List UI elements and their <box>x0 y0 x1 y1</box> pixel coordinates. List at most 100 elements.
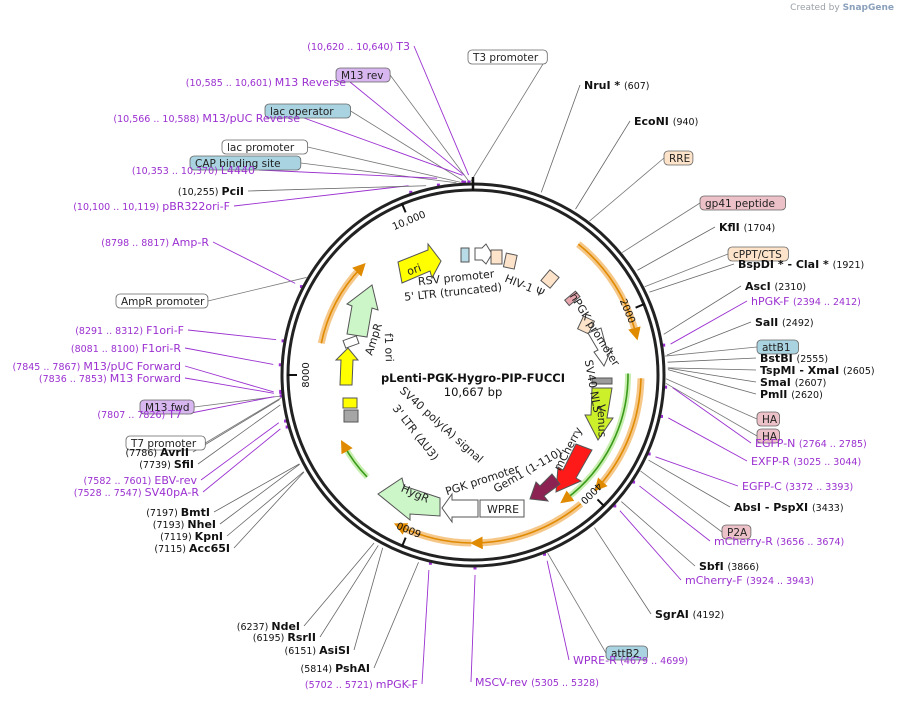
feature-label: T7 promoter <box>130 438 197 450</box>
orf-arc-line <box>469 503 582 550</box>
ampr-promoter-box <box>342 335 360 349</box>
label-ori: ori <box>405 261 423 278</box>
primer-label: hPGK-F (2394 .. 2412) <box>751 295 861 308</box>
site-label: (6151) AsiSI <box>285 644 350 657</box>
site-leader <box>226 471 304 537</box>
primer-mark <box>279 394 283 398</box>
plasmid-size: 10,667 bp <box>444 385 503 399</box>
feature-arcs <box>317 241 645 550</box>
feature-box <box>189 155 302 171</box>
site-leader <box>353 547 384 651</box>
site-label: (7786) AvrII <box>125 446 189 459</box>
f1-ori-arrow <box>334 347 360 386</box>
primer-label: (5702 .. 5721) mPGK-F <box>305 678 418 691</box>
primer-leader <box>200 422 280 481</box>
primer-mark <box>285 425 289 429</box>
primer-label: WPRE-R (4679 .. 4699) <box>573 654 688 667</box>
feature-leader <box>350 110 466 183</box>
feature-box <box>125 435 206 451</box>
feature-label: attB1 <box>762 342 791 354</box>
primer-mark <box>473 566 477 570</box>
hygr-arrow <box>377 477 441 522</box>
site-leader <box>303 542 375 627</box>
mcherry-arrow <box>555 443 593 493</box>
site-leader <box>197 404 281 465</box>
site-label: SbfI (3866) <box>699 560 759 573</box>
primer-leader <box>421 570 430 685</box>
psi-box <box>460 247 470 263</box>
feature-label: P2A <box>727 527 748 539</box>
primer-leader <box>619 510 682 581</box>
primer-label: (8291 .. 8312) F1ori-F <box>75 324 184 337</box>
primer-mark <box>613 504 617 508</box>
primer-mark <box>461 180 465 184</box>
orf-arc-line <box>560 373 629 504</box>
primer-mark <box>543 552 547 556</box>
site-leader <box>667 369 757 395</box>
snapgene-credit: Created by SnapGene <box>790 3 894 13</box>
primer-mark <box>463 180 467 184</box>
orf-arc-line <box>320 262 366 344</box>
feature-leader <box>389 74 470 183</box>
ruler-label: 2000 <box>617 297 637 325</box>
primer-mark <box>662 343 666 347</box>
primer-label: (10,100 .. 10,119) pBR322ori-F <box>73 200 230 213</box>
primer-mark <box>281 339 285 343</box>
primer-label: (8081 .. 8100) F1ori-R <box>71 342 181 355</box>
feature-box <box>756 411 781 427</box>
feature-leader <box>665 378 758 420</box>
primer-mark <box>279 391 283 395</box>
site-label: (5814) PshAI <box>301 662 370 675</box>
credit-prefix: Created by <box>790 3 840 13</box>
feature-label: cPPT/CTS <box>733 249 782 261</box>
primer-leader <box>303 117 463 176</box>
feature-box <box>727 246 789 262</box>
orf-arc-line <box>393 523 472 544</box>
site-label: (7115) Acc65I <box>154 542 230 555</box>
primer-mark <box>284 419 288 423</box>
feature-label: lac promoter <box>227 142 295 154</box>
primer-leader <box>184 377 274 394</box>
site-label: (7119) KpnI <box>160 530 223 543</box>
primer-leader <box>546 560 570 661</box>
site-leader <box>663 285 742 335</box>
primer-leader <box>413 45 470 176</box>
primer-label: mCherry-R (3656 .. 3674) <box>714 535 844 548</box>
site-label: (10,255) PciI <box>178 185 244 198</box>
venus-arrow <box>584 387 614 441</box>
site-leader <box>666 321 752 356</box>
wpre-box <box>479 499 525 518</box>
label-leaders <box>184 45 758 685</box>
site-label: SalI (2492) <box>755 316 814 329</box>
label-hpgk-promoter: hPGK promoter <box>567 291 623 369</box>
feature-leader <box>207 277 307 302</box>
ruler-label: 10,000 <box>391 209 428 233</box>
credit-brand: SnapGene <box>842 3 894 13</box>
site-label: NruI * (607) <box>584 79 650 92</box>
site-label: BstBI (2555) <box>760 352 828 365</box>
inner-features <box>334 242 614 524</box>
site-label: (6195) RsrII <box>253 631 316 644</box>
plasmid-name: pLenti-PGK-Hygro-PIP-FUCCI <box>381 371 565 385</box>
feature-box <box>467 49 548 65</box>
feature-box <box>721 524 752 540</box>
ori-arrow <box>397 242 442 284</box>
primer-leader <box>185 396 275 415</box>
site-leader <box>192 399 280 453</box>
primer-label: EGFP-N (2764 .. 2785) <box>755 437 867 450</box>
gp41-box <box>564 290 581 307</box>
site-leader <box>649 263 735 293</box>
feature-leader <box>589 157 665 222</box>
site-leader <box>621 501 696 567</box>
ltr5-box <box>490 249 503 265</box>
site-label: (7739) SfiI <box>139 458 194 471</box>
feature-box <box>264 103 351 119</box>
feature-leader <box>307 146 461 183</box>
site-label: BspDI * - ClaI * (1921) <box>738 258 864 271</box>
primer-mark <box>299 285 303 289</box>
primer-label: EXFP-R (3025 .. 3044) <box>751 455 861 468</box>
hpgk-arrow <box>587 327 613 368</box>
feature-leader <box>547 552 607 654</box>
feature-label: HA <box>762 414 778 426</box>
